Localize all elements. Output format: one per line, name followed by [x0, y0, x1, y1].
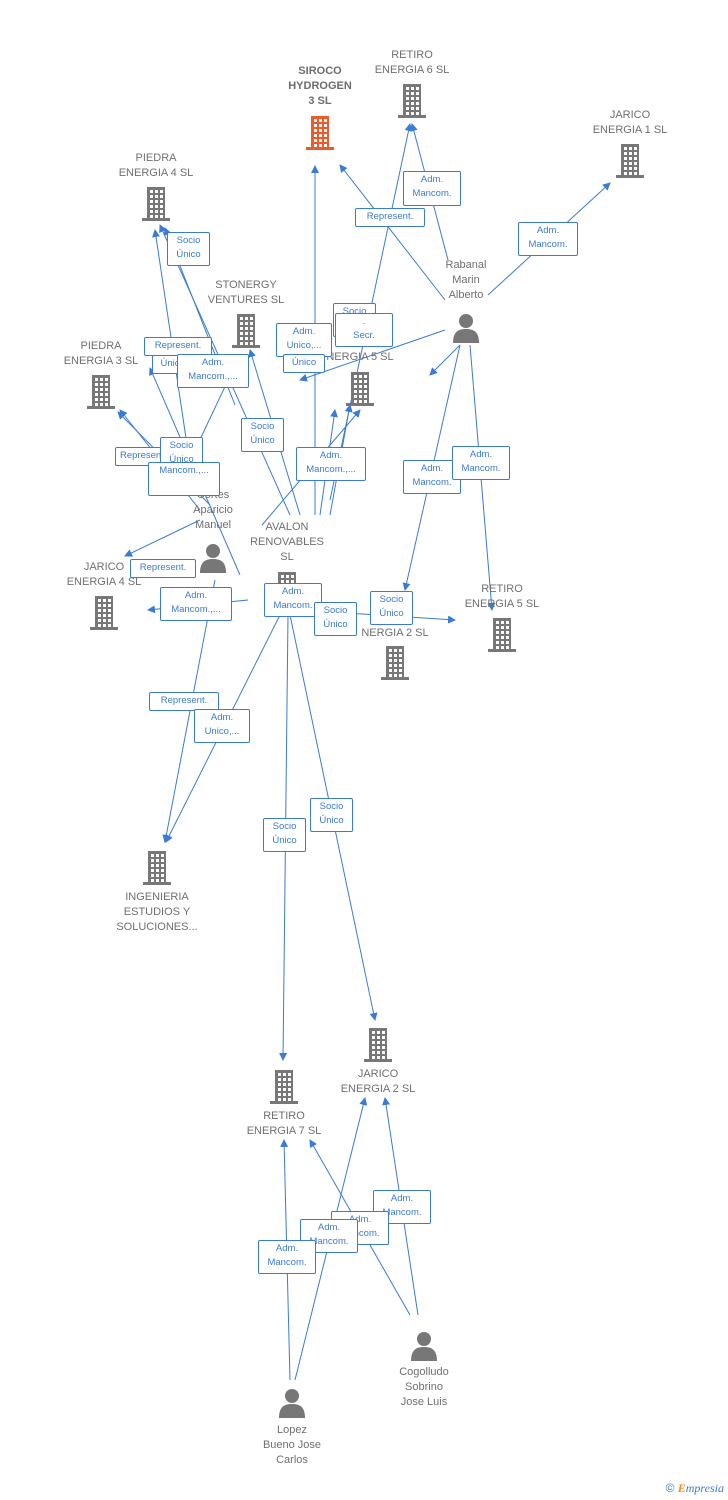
person-icon [411, 1332, 437, 1361]
building-icon [87, 375, 115, 409]
building-icon [381, 646, 409, 680]
node-label: INGENIERIA ESTUDIOS Y SOLUCIONES... [116, 891, 198, 933]
relation-badge[interactable]: Represent. [355, 208, 425, 227]
building-icon [270, 1070, 298, 1104]
relation-badge[interactable]: Adm. Mancom. [518, 222, 578, 256]
relation-badge[interactable]: Socio Único [167, 232, 210, 266]
node-label: PIEDRA ENERGIA 3 SL [63, 340, 139, 367]
relation-badge[interactable]: Socio Único [263, 818, 306, 852]
relation-badge[interactable]: Adm. Mancom.,... [296, 447, 366, 481]
relation-badge[interactable]: Adm. Mancom. [258, 1240, 316, 1274]
copyright-symbol: © [665, 1481, 675, 1495]
node-label: JARICO ENERGIA 4 SL [66, 561, 142, 588]
building-icon [232, 314, 260, 348]
building-icon [142, 187, 170, 221]
relation-badge[interactable]: Represent. [130, 559, 196, 578]
relation-badge[interactable]: Adm. Mancom. [403, 171, 461, 206]
relation-badge[interactable]: Socio Único [310, 798, 353, 832]
building-icon [143, 851, 171, 885]
building-icon [90, 596, 118, 630]
relation-badge[interactable]: Socio Único [370, 591, 413, 625]
node-label: AVALON RENOVABLES SL [250, 521, 324, 563]
relation-badge[interactable]: . Secr. [335, 313, 393, 347]
node-label: NERGIA 5 SL [326, 351, 394, 363]
relation-badge[interactable]: Socio Único [314, 602, 357, 636]
building-icon [398, 84, 426, 118]
relation-badge[interactable]: Adm. Mancom.,... [160, 587, 232, 621]
person-icon [279, 1389, 305, 1418]
relation-badge[interactable]: Adm. Unico,... [194, 709, 250, 743]
relation-badge[interactable]: Mancom.,... [148, 462, 220, 496]
node-label: STONERGY VENTURES SL [207, 279, 285, 306]
relation-badge[interactable]: Adm. Mancom. [403, 460, 461, 494]
node-label: JARICO ENERGIA 2 SL [340, 1068, 416, 1095]
relation-badge[interactable]: Adm. Mancom.,... [177, 354, 249, 388]
relation-badge[interactable]: Único [283, 354, 325, 373]
relation-badge[interactable]: Represent. [115, 447, 167, 466]
building-icon [488, 618, 516, 652]
relationship-edge [124, 519, 201, 557]
relationship-edge [339, 164, 446, 301]
relation-badge[interactable]: Adm. Mancom. [331, 1211, 389, 1245]
relation-badge[interactable]: Represent. [149, 692, 219, 711]
node-label: NERGIA 2 SL [361, 627, 429, 639]
building-icon [306, 116, 334, 150]
node-label: JARICO ENERGIA 1 SL [592, 109, 668, 136]
node-label: Lopez Bueno Jose Carlos [262, 1424, 322, 1466]
person-icon [453, 314, 479, 343]
relation-badge[interactable]: Socio Único [241, 418, 284, 452]
node-label: RETIRO ENERGIA 7 SL [246, 1110, 322, 1137]
node-label: SIROCO HYDROGEN 3 SL [288, 65, 352, 107]
person-icon [200, 544, 226, 573]
node-label: PIEDRA ENERGIA 4 SL [118, 152, 194, 179]
relationship-edge [162, 579, 216, 843]
node-label: RETIRO ENERGIA 5 SL [464, 583, 540, 610]
node-label: Cogolludo Sobrino Jose Luis [399, 1366, 449, 1408]
building-icon [616, 144, 644, 178]
relation-badge[interactable]: Adm. Unico,... [276, 323, 332, 357]
building-icon [364, 1028, 392, 1062]
node-label: RETIRO ENERGIA 6 SL [374, 49, 450, 76]
brand-logo: Empresia [677, 1481, 724, 1495]
relation-badge[interactable]: Adm. Mancom. [452, 446, 510, 480]
relation-badge[interactable]: Adm. Mancom. [264, 583, 322, 617]
node-label: Rabanal Marin Alberto [445, 259, 487, 301]
relationship-edge [429, 344, 461, 376]
empresia-footer[interactable]: © Empresia [666, 1481, 724, 1496]
building-icon [346, 372, 374, 406]
